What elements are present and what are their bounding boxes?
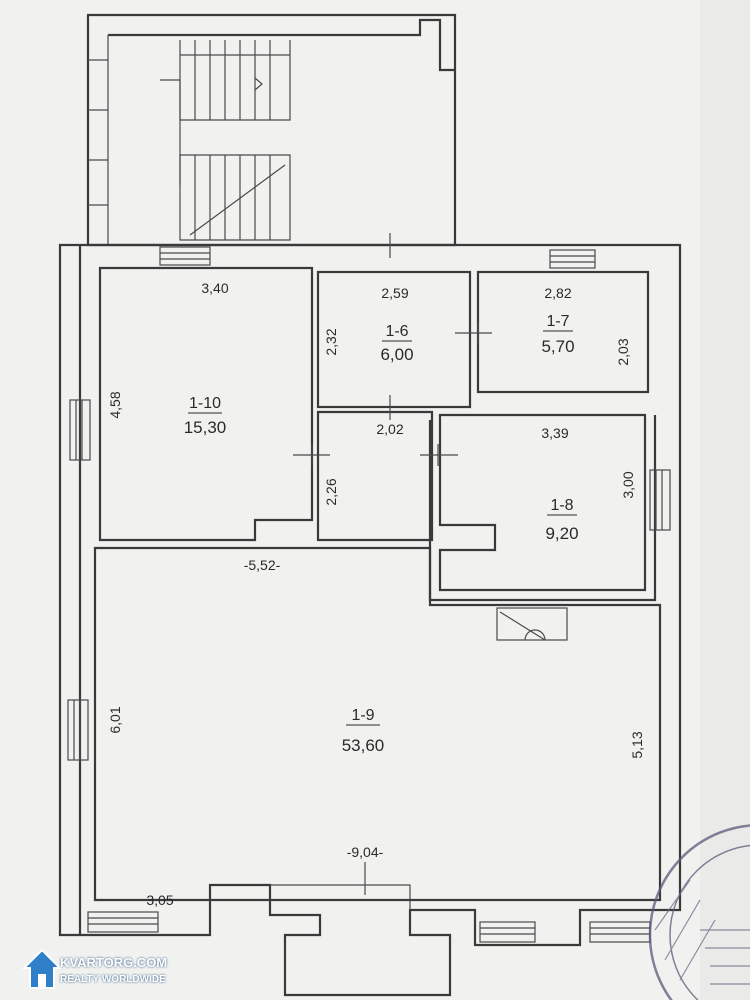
dim-hall-left-height: 6,01 xyxy=(107,706,123,733)
dim-room6-width: 2,59 xyxy=(381,285,408,301)
windows xyxy=(67,246,671,943)
room-1-9-label: 1-9 53,60 xyxy=(342,707,385,755)
dim-room6-height: 2,32 xyxy=(323,328,339,355)
dim-room10-width: 3,40 xyxy=(201,280,228,296)
room-1-10-outline xyxy=(98,266,314,542)
dim-room7-width: 2,82 xyxy=(544,285,571,301)
watermark-tagline: REALTY WORLDWIDE xyxy=(60,974,166,985)
room-1-7-label: 1-7 5,70 xyxy=(541,313,574,356)
room-1-10-id: 1-10 xyxy=(189,395,221,412)
corridor-outline xyxy=(316,410,434,542)
room-1-10-area: 15,30 xyxy=(184,418,227,437)
dim-room8-height: 3,00 xyxy=(620,471,636,498)
dim-corridor-width: 2,02 xyxy=(376,421,403,437)
dimension-labels: 3,40 4,58 2,59 2,32 2,82 2,03 2,02 2,26 … xyxy=(107,280,645,908)
room-1-8-area: 9,20 xyxy=(545,524,578,543)
dim-room10-height: 4,58 xyxy=(107,391,123,418)
room-1-6-outline xyxy=(316,270,472,409)
dim-room8-width: 3,39 xyxy=(541,425,568,441)
room-1-8-outline xyxy=(438,413,647,592)
dim-corridor-height: 2,26 xyxy=(323,478,339,505)
dim-hall-bottom-width: -9,04- xyxy=(347,844,384,860)
dim-hall-right-height: 5,13 xyxy=(629,731,645,758)
room-1-6-id: 1-6 xyxy=(385,323,408,340)
staircase xyxy=(86,13,457,247)
room-1-9-area: 53,60 xyxy=(342,736,385,755)
dim-hall-top-width: -5,52- xyxy=(244,557,281,573)
room-1-9-id: 1-9 xyxy=(351,707,374,724)
room-1-10-label: 1-10 15,30 xyxy=(184,395,227,437)
dim-room7-height: 2,03 xyxy=(615,338,631,365)
room-1-7-area: 5,70 xyxy=(541,337,574,356)
room-1-7-id: 1-7 xyxy=(546,313,569,330)
dim-hall-bottom-segment: 3,05 xyxy=(146,892,173,908)
stove-fixture xyxy=(496,607,568,641)
room-1-6-label: 1-6 6,00 xyxy=(380,323,413,364)
watermark-brand: KVARTORG.COM xyxy=(60,955,168,970)
room-1-9-outline xyxy=(93,546,662,902)
door-marks xyxy=(293,233,492,895)
room-1-8-label: 1-8 9,20 xyxy=(545,497,578,543)
outer-wall xyxy=(58,243,682,997)
room-1-6-area: 6,00 xyxy=(380,345,413,364)
watermark-logo xyxy=(21,946,192,998)
official-seal-icon xyxy=(648,824,750,1000)
house-icon xyxy=(21,948,63,989)
room-1-8-id: 1-8 xyxy=(550,497,573,514)
